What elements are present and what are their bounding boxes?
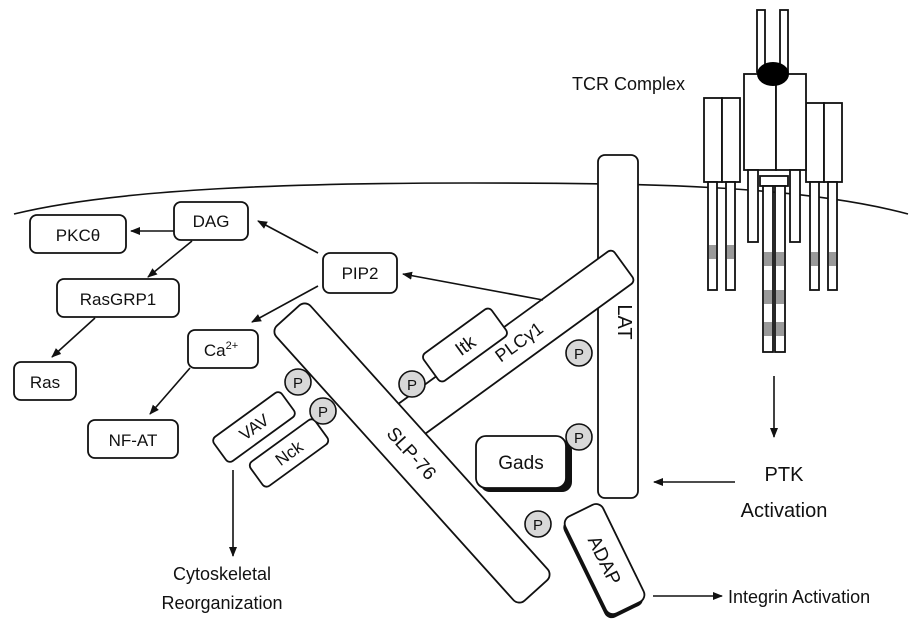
integrin-activation-label: Integrin Activation — [728, 587, 870, 607]
arrow-plcg1-to-pip2 — [403, 274, 543, 300]
pip2-label: PIP2 — [342, 264, 379, 283]
cytoskeletal-line1: Cytoskeletal — [173, 564, 271, 584]
gads-molecule: Gads — [476, 436, 572, 492]
arrow-calcium-to-nfat — [150, 368, 190, 414]
ras-label: Ras — [30, 373, 60, 392]
cytoskeletal-line2: Reorganization — [161, 593, 282, 613]
tcr-complex-label: TCR Complex — [572, 74, 685, 94]
arrow-dag-to-rasgrp1 — [148, 241, 192, 277]
ptk-activation-line2: Activation — [741, 500, 828, 522]
ptk-activation-line1: PTK — [765, 464, 805, 486]
phospho-site-adap: P — [525, 511, 551, 537]
nfat-box: NF-AT — [88, 420, 178, 458]
phospho-site-lat-2: P — [566, 424, 592, 450]
lat-label: LAT — [613, 304, 635, 339]
svg-text:P: P — [407, 377, 417, 394]
calcium-box: Ca2+ — [188, 330, 258, 368]
dag-label: DAG — [193, 212, 230, 231]
rasgrp1-label: RasGRP1 — [80, 290, 157, 309]
pkc-label: PKCθ — [56, 226, 100, 245]
svg-text:P: P — [533, 517, 543, 534]
arrow-pip2-to-dag — [258, 221, 318, 253]
lat-molecule: LAT — [598, 155, 638, 498]
phospho-site-vav: P — [285, 369, 311, 395]
pip2-box: PIP2 — [323, 253, 397, 293]
adap-molecule: ADAP — [559, 501, 648, 620]
pkc-box: PKCθ — [30, 215, 126, 253]
nfat-label: NF-AT — [109, 431, 158, 450]
phospho-site-nck: P — [310, 398, 336, 424]
rasgrp1-box: RasGRP1 — [57, 279, 179, 317]
ras-box: Ras — [14, 362, 76, 400]
svg-text:P: P — [574, 430, 584, 447]
svg-text:P: P — [293, 375, 303, 392]
dag-box: DAG — [174, 202, 248, 240]
svg-text:P: P — [574, 346, 584, 363]
arrow-rasgrp1-to-ras — [52, 318, 95, 357]
phospho-site-lat-1: P — [566, 340, 592, 366]
svg-text:P: P — [318, 404, 328, 421]
plasma-membrane — [14, 183, 908, 214]
gads-label: Gads — [498, 453, 543, 474]
phospho-site-itk: P — [399, 371, 425, 397]
